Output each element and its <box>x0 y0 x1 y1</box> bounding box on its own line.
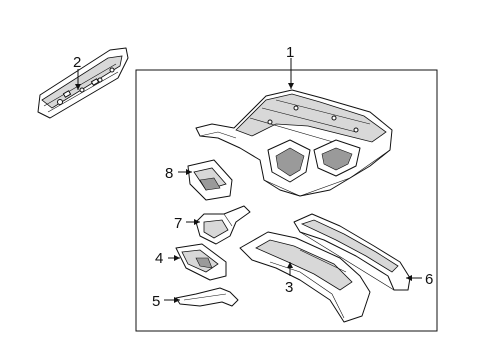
arrowhead-2 <box>75 84 81 90</box>
callout-4: 4 <box>155 250 163 267</box>
part-7-bracket <box>195 205 251 245</box>
callout-2: 2 <box>73 54 81 71</box>
arrowhead-3 <box>287 262 293 268</box>
assembly-frame <box>135 69 438 332</box>
arrowhead-1 <box>288 83 294 89</box>
arrowhead-5 <box>174 297 180 303</box>
callout-7: 7 <box>174 215 182 232</box>
part-5-brace <box>175 287 239 307</box>
arrowhead-4 <box>174 255 180 261</box>
part-6-rail <box>293 213 411 291</box>
callout-3: 3 <box>285 279 293 296</box>
part-4-bracket <box>175 243 227 281</box>
part-3-crossmember <box>239 231 371 323</box>
callout-5: 5 <box>152 293 160 310</box>
callout-1: 1 <box>286 44 294 61</box>
part-2-side-rail <box>37 47 129 119</box>
arrowhead-6 <box>406 275 412 281</box>
part-1-floor-pan <box>195 89 393 197</box>
callout-8: 8 <box>165 165 173 182</box>
part-8-bracket <box>187 159 233 201</box>
callout-6: 6 <box>425 271 433 288</box>
arrowhead-7 <box>194 219 200 225</box>
arrowhead-8 <box>186 169 192 175</box>
